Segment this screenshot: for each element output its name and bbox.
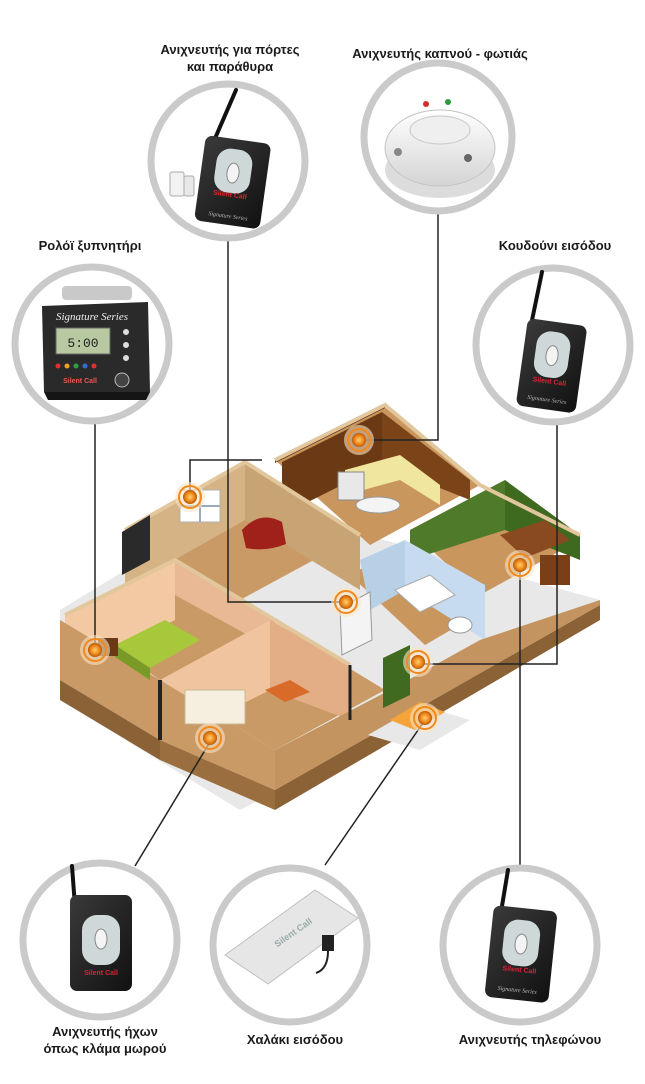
marker-phone [505,550,535,580]
leader-doorbell [420,420,558,665]
svg-text:Signature Series: Signature Series [497,986,537,996]
phone-detector-transmitter: Silent Call Signature Series [485,905,557,1003]
svg-text:Signature Series: Signature Series [56,311,128,323]
svg-text:Silent Call: Silent Call [532,376,567,388]
device-circle-alarm-clock: Signature Series 5:00 Silent Call [11,263,173,425]
device-circle-door-window: Silent Call Signature Series [147,80,309,242]
marker-sound [195,723,225,753]
svg-text:Signature Series: Signature Series [527,395,567,406]
house-cutaway [60,402,600,810]
alarm-clock-icon: Signature Series 5:00 Silent Call [42,286,150,400]
label-sound-detector: Ανιχνευτής ήχων όπως κλάμα μωρού [43,1024,167,1056]
svg-text:5:00: 5:00 [67,336,98,351]
svg-text:Signature Series: Signature Series [208,211,248,222]
label-smoke-detector: Ανιχνευτής καπνού - φωτιάς [352,46,528,61]
doorbell-transmitter: Silent Call Signature Series [516,318,587,413]
svg-text:Silent Call: Silent Call [213,190,248,202]
door-mat-icon: Silent Call [224,889,359,985]
device-circle-door-mat: Silent Call [209,864,371,1026]
label-doorbell: Κουδούνι εισόδου [498,238,612,253]
smoke-detector-icon [384,99,496,198]
device-circle-doorbell: Silent Call Signature Series [472,264,634,426]
leader-mat [324,719,426,866]
label-alarm-clock: Ρολόϊ ξυπνητήρι [38,238,142,253]
svg-text:Silent Call: Silent Call [63,378,97,385]
device-circle-smoke [360,59,516,215]
marker-doorbell [403,647,433,677]
device-circle-sound-detector: Silent Call [19,859,181,1021]
marker-mat [410,703,440,733]
markers [80,425,535,753]
marker-clock [80,635,110,665]
marker-window [175,482,205,512]
leader-lines [94,210,558,867]
door-window-transmitter: Silent Call Signature Series [194,135,271,229]
sound-detector-transmitter: Silent Call [70,895,132,991]
marker-smoke [344,425,374,455]
device-circle-phone-detector: Silent Call Signature Series [439,864,601,1026]
svg-text:Silent Call: Silent Call [84,970,118,977]
marker-door [331,587,361,617]
label-door-window-detector: Ανιχνευτής για πόρτες και παράθυρα [160,42,300,74]
label-door-mat: Χαλάκι εισόδου [246,1032,344,1047]
leader-door-window [227,238,340,603]
label-phone-detector: Ανιχνευτής τηλεφώνου [458,1032,602,1047]
svg-text:Silent Call: Silent Call [502,965,536,976]
leader-sound [134,741,211,867]
leader-smoke [362,210,439,441]
